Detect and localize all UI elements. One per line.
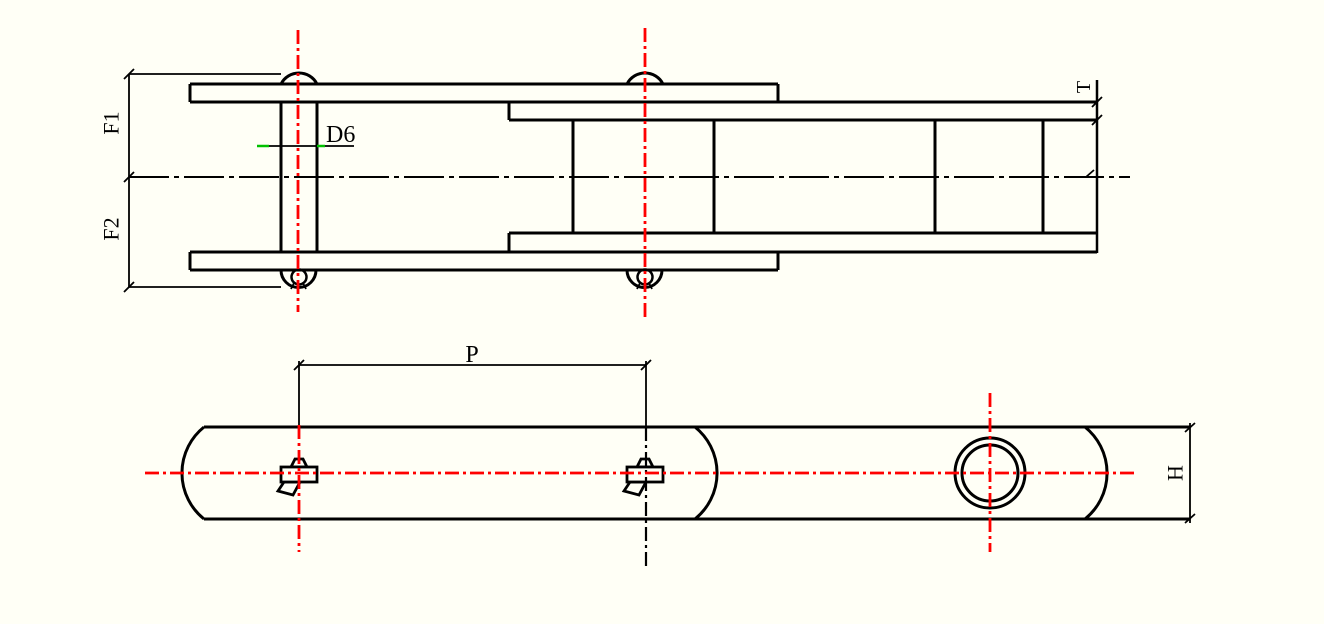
- h-dimension-ticks: [1184, 422, 1196, 524]
- p-dimension-ticks: [293, 359, 652, 371]
- side-view: [180, 425, 1190, 521]
- thickness-dim-ticks: [1091, 96, 1103, 126]
- centerline-end-tick: [1085, 169, 1095, 178]
- label-f1: F1: [99, 111, 124, 134]
- pitch-dimension: [293, 359, 652, 427]
- pin1-head-arc: [279, 71, 319, 85]
- label-p: P: [465, 342, 478, 368]
- pin1-cotter-legs: [290, 282, 307, 290]
- pin2-cotter-legs: [636, 282, 653, 290]
- label-t: T: [1073, 81, 1095, 93]
- label-h: H: [1163, 465, 1188, 481]
- height-dimension: [1184, 422, 1196, 524]
- red-centerlines: [145, 28, 1138, 552]
- outer-plate-end-arc: [694, 425, 719, 521]
- cotter-pin1-side: [275, 457, 319, 497]
- label-f2: F2: [99, 217, 124, 240]
- label-d6: D6: [326, 122, 355, 148]
